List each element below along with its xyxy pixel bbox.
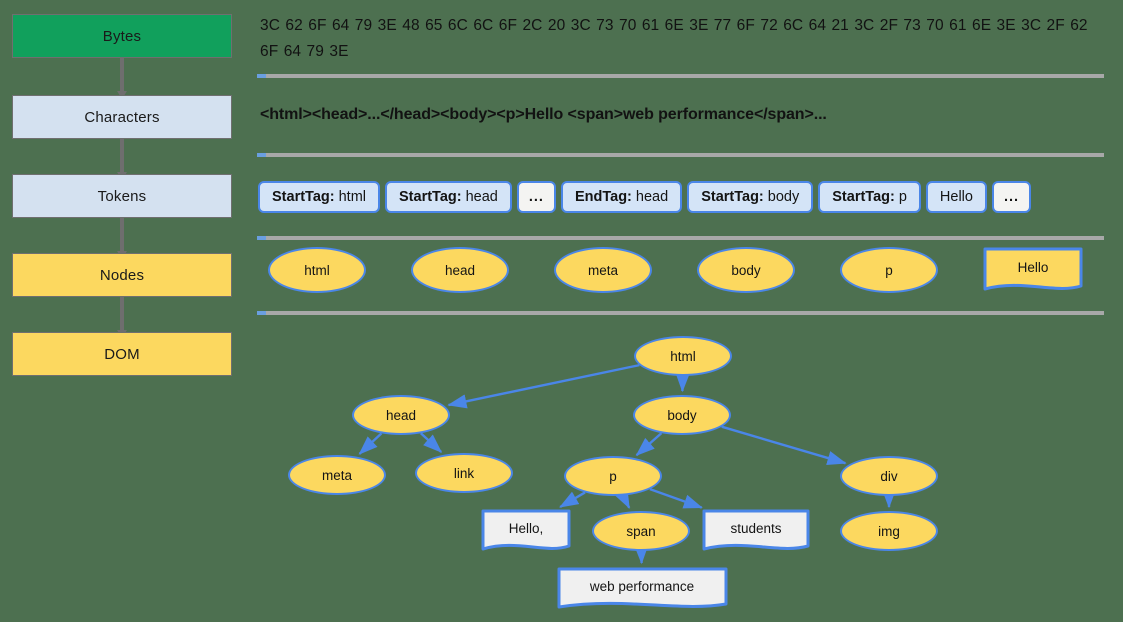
- node-ellipse[interactable]: html: [268, 247, 366, 293]
- dom-node-meta[interactable]: meta: [288, 455, 386, 495]
- token-chip[interactable]: StartTag: html: [258, 181, 380, 213]
- node-label: html: [304, 262, 330, 278]
- dom-edge-html-head: [447, 363, 640, 409]
- dom-node-hello[interactable]: Hello,: [481, 509, 571, 553]
- dom-node-label: Hello,: [508, 520, 544, 536]
- dom-node-label: img: [878, 523, 900, 539]
- token-kind: StartTag:: [399, 189, 462, 205]
- characters-markup-text: <html><head>...</head><body><p>Hello <sp…: [260, 106, 827, 123]
- token-value: ...: [1003, 189, 1020, 205]
- token-chip[interactable]: ...: [516, 181, 556, 213]
- divider-tokens-nodes: [257, 236, 1104, 240]
- dom-edge-p-span: [614, 488, 631, 509]
- pipeline-step-label: Nodes: [99, 266, 145, 284]
- token-kind: StartTag:: [832, 189, 895, 205]
- dom-node-label: link: [453, 465, 475, 481]
- dom-node-label: students: [730, 520, 782, 536]
- dom-node-label: span: [626, 523, 656, 539]
- node-label: head: [444, 262, 476, 278]
- bytes-hex-text: 3C 62 6F 64 79 3E 48 65 6C 6C 6F 2C 20 3…: [260, 17, 1088, 60]
- node-ellipse[interactable]: head: [411, 247, 509, 293]
- token-chip[interactable]: Hello: [925, 181, 987, 213]
- divider-nodes-dom: [257, 311, 1104, 315]
- token-value: Hello: [939, 189, 973, 205]
- node-label: meta: [587, 262, 618, 278]
- dom-node-label: p: [609, 468, 617, 484]
- node-shape-row: html head meta body p Hello: [268, 247, 1108, 295]
- dom-node-students[interactable]: students: [702, 509, 810, 553]
- divider-bytes-characters: [257, 74, 1104, 78]
- token-kind: StartTag:: [701, 189, 764, 205]
- pipeline-step-nodes[interactable]: Nodes: [12, 253, 232, 297]
- node-ellipse[interactable]: body: [697, 247, 795, 293]
- dom-node-p[interactable]: p: [564, 456, 662, 496]
- dom-node-html[interactable]: html: [634, 336, 732, 376]
- pipeline-arrow-bytes-to-characters: [120, 58, 124, 92]
- token-chip[interactable]: StartTag: body: [687, 181, 814, 213]
- node-ellipse[interactable]: meta: [554, 247, 652, 293]
- dom-node-webperformance[interactable]: web performance: [557, 567, 728, 611]
- pipeline-step-characters[interactable]: Characters: [12, 95, 232, 139]
- pipeline-step-label: DOM: [104, 345, 140, 363]
- node-label: p: [885, 262, 893, 278]
- pipeline-step-label: Bytes: [102, 27, 142, 45]
- token-value: head: [631, 189, 669, 205]
- token-value: ...: [528, 189, 544, 205]
- pipeline-arrow-characters-to-tokens: [120, 139, 124, 173]
- node-label: Hello: [1017, 259, 1049, 275]
- dom-node-link[interactable]: link: [415, 453, 513, 493]
- dom-node-label: web performance: [589, 578, 695, 594]
- token-chip[interactable]: StartTag: p: [818, 181, 921, 213]
- dom-node-div[interactable]: div: [840, 456, 938, 496]
- node-text-note[interactable]: Hello: [983, 247, 1083, 293]
- token-kind: StartTag:: [272, 189, 335, 205]
- pipeline-step-dom[interactable]: DOM: [12, 332, 232, 376]
- dom-node-span[interactable]: span: [592, 511, 690, 551]
- dom-node-label: head: [385, 407, 417, 423]
- dom-node-label: div: [880, 468, 898, 484]
- token-chip[interactable]: EndTag: head: [560, 181, 683, 213]
- dom-node-label: body: [667, 407, 697, 423]
- pipeline-step-label: Tokens: [97, 187, 147, 205]
- pipeline-arrow-tokens-to-nodes: [120, 218, 124, 252]
- dom-edge-head-link: [420, 432, 443, 453]
- dom-node-label: meta: [321, 467, 352, 483]
- token-value: head: [461, 189, 498, 205]
- node-ellipse[interactable]: p: [840, 247, 938, 293]
- dom-edge-head-meta: [358, 432, 383, 455]
- token-kind: EndTag:: [574, 189, 632, 205]
- dom-node-head[interactable]: head: [352, 395, 450, 435]
- dom-node-img[interactable]: img: [840, 511, 938, 551]
- dom-edge-body-p: [635, 432, 663, 457]
- dom-edge-p-hello: [559, 491, 586, 509]
- pipeline-step-label: Characters: [84, 108, 160, 126]
- token-value: html: [334, 189, 366, 205]
- token-value: body: [763, 189, 800, 205]
- token-chip[interactable]: ...: [991, 181, 1032, 213]
- pipeline-step-tokens[interactable]: Tokens: [12, 174, 232, 218]
- token-value: p: [894, 189, 907, 205]
- node-label: body: [731, 262, 761, 278]
- dom-edge-p-students: [649, 488, 703, 509]
- dom-node-label: html: [670, 348, 696, 364]
- divider-characters-tokens: [257, 153, 1104, 157]
- dom-node-body[interactable]: body: [633, 395, 731, 435]
- pipeline-arrow-nodes-to-dom: [120, 297, 124, 331]
- pipeline-step-bytes[interactable]: Bytes: [12, 14, 232, 58]
- token-chip[interactable]: StartTag: head: [385, 181, 512, 213]
- dom-edge-body-div: [721, 425, 847, 465]
